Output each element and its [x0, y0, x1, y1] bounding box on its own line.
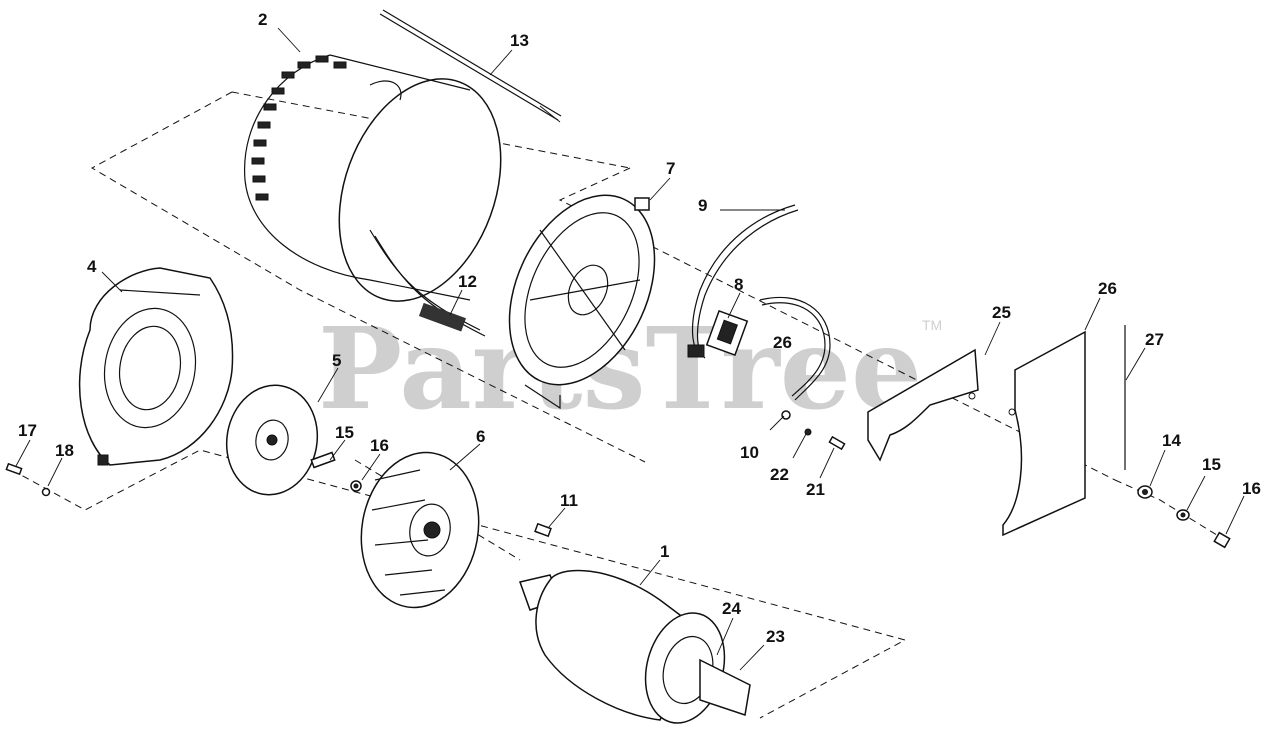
callout-7: 7	[666, 159, 675, 178]
part-engine-adapter	[78, 267, 234, 466]
callout-4: 4	[87, 257, 97, 276]
callout-26-right: 26	[1098, 279, 1117, 298]
part-fan	[360, 451, 480, 609]
callout-22: 22	[770, 465, 789, 484]
callout-23: 23	[766, 627, 785, 646]
callout-24: 24	[722, 599, 741, 618]
part-stator-housing	[244, 54, 502, 302]
callout-12: 12	[458, 272, 477, 291]
part-hardware-19-20	[5, 462, 51, 497]
part-brush-holder	[705, 309, 749, 357]
part-rotor	[519, 569, 751, 724]
callout-18: 16	[370, 436, 389, 455]
part-wire-lead	[759, 296, 831, 401]
leader-lines	[15, 27, 1245, 671]
callout-26-center: 26	[773, 333, 792, 352]
callout-10: 10	[740, 443, 759, 462]
watermark-trademark: TM	[922, 317, 942, 333]
callout-27: 27	[1145, 330, 1164, 349]
callout-17: 15	[335, 423, 354, 442]
part-cover-panel	[1002, 330, 1086, 537]
callout-9: 9	[698, 196, 707, 215]
callout-6: 6	[476, 427, 485, 446]
part-wire-harness	[687, 204, 799, 359]
part-flex-plate	[225, 384, 319, 496]
part-rear-bearing-carrier	[508, 194, 656, 410]
callout-25: 25	[992, 303, 1011, 322]
callout-13: 13	[510, 31, 529, 50]
callout-20: 18	[55, 441, 74, 460]
callout-21: 21	[806, 480, 825, 499]
callout-2: 2	[258, 10, 267, 29]
part-hardware-17-18	[310, 451, 362, 492]
callout-16: 16	[1242, 479, 1261, 498]
callout-8: 8	[734, 275, 743, 294]
callout-14: 14	[1162, 431, 1181, 450]
part-stator-wires	[369, 229, 486, 337]
part-hardware-10-22-21	[781, 410, 846, 451]
part-hardware-14-15-16	[1137, 485, 1231, 549]
callout-19: 17	[18, 421, 37, 440]
part-shield	[867, 348, 979, 462]
callout-15: 15	[1202, 455, 1221, 474]
part-through-bolt	[379, 9, 562, 123]
callout-11: 11	[560, 491, 578, 510]
callout-1: 1	[660, 542, 669, 561]
part-key	[534, 522, 552, 538]
callout-labels: 2 13 7 9 4 8 12 26 25 26 27 5 10 22 21 1…	[18, 10, 1261, 646]
callout-5: 5	[332, 351, 341, 370]
